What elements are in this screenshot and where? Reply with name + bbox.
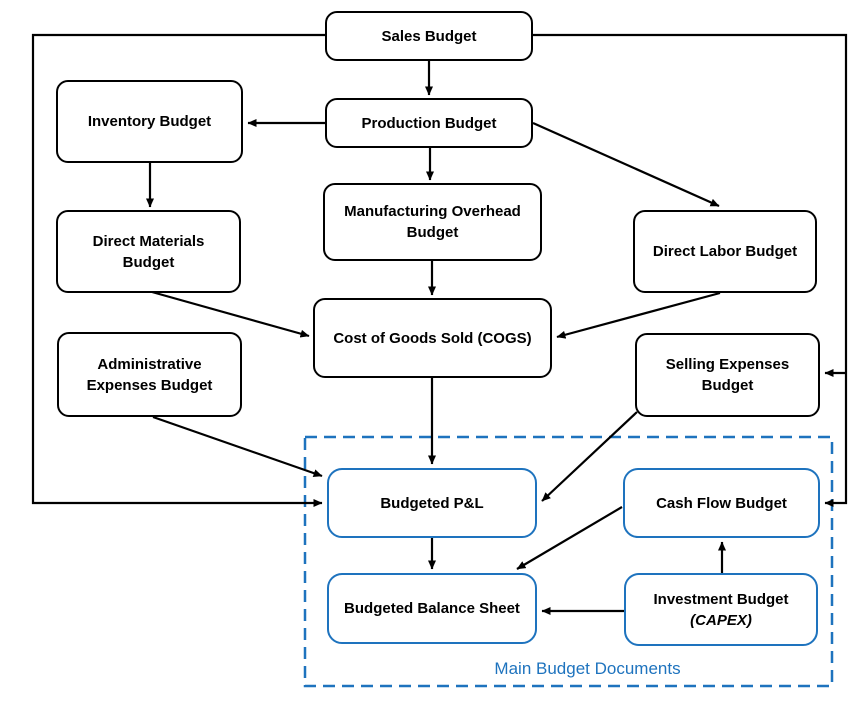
node-label: Direct Materials [92, 232, 205, 250]
node-label: Budget [406, 224, 459, 241]
node-budgeted-balance-sheet: Budgeted Balance Sheet [327, 573, 537, 644]
node-label: Inventory Budget [87, 113, 212, 130]
node-direct-labor-budget: Direct Labor Budget [633, 210, 817, 293]
node-label: (CAPEX) [690, 611, 752, 629]
node-cash-flow-budget: Cash Flow Budget [623, 468, 820, 538]
node-label: Selling Expenses [665, 356, 790, 373]
node-label: Direct Labor Budget [652, 243, 798, 260]
connector-sales-to-cash-flow-outer-right [533, 33, 848, 507]
node-label: Cash Flow Budget [656, 494, 787, 512]
node-sales-budget: Sales Budget [325, 11, 533, 61]
node-investment-budget-capex: Investment Budget (CAPEX) [624, 573, 818, 646]
node-inventory-budget: Inventory Budget [56, 80, 243, 163]
connector-direct-materials-to-cogs [151, 290, 310, 338]
node-label: Production Budget [361, 114, 497, 132]
connector-direct-labor-to-cogs [556, 291, 721, 339]
node-direct-materials-budget: Direct Materials Budget [56, 210, 241, 293]
node-label: Budgeted Balance Sheet [344, 600, 520, 617]
node-administrative-expenses-budget: Administrative Expenses Budget [57, 332, 242, 417]
main-budget-documents-label: Main Budget Documents [494, 659, 681, 678]
node-selling-expenses-budget: Selling Expenses Budget [635, 333, 820, 417]
node-production-budget: Production Budget [325, 98, 533, 148]
connector-sales-to-budgeted-pl-outer-left [31, 33, 325, 507]
node-label: Cost of Goods Sold (COGS) [333, 329, 532, 347]
node-label: Investment Budget [653, 590, 789, 608]
node-label: Budget [701, 377, 754, 394]
node-label: Budgeted P&L [380, 494, 484, 512]
node-label: Sales Budget [381, 27, 477, 45]
node-label: Manufacturing Overhead [344, 203, 521, 220]
connector-selling-to-budgeted-pl [541, 411, 638, 502]
main-budget-documents-group-border [303, 435, 834, 688]
connector-admin-to-budgeted-pl [152, 415, 323, 478]
node-manufacturing-overhead-budget: Manufacturing Overhead Budget [323, 183, 542, 261]
node-label: Administrative [97, 355, 202, 373]
node-cogs: Cost of Goods Sold (COGS) [313, 298, 552, 378]
node-label: Budget [122, 253, 175, 271]
connector-cash-flow-to-balance-sheet [516, 506, 623, 570]
connector-production-to-direct-labor [532, 121, 720, 208]
node-label: Expenses Budget [86, 376, 213, 394]
node-budgeted-pl: Budgeted P&L [327, 468, 537, 538]
